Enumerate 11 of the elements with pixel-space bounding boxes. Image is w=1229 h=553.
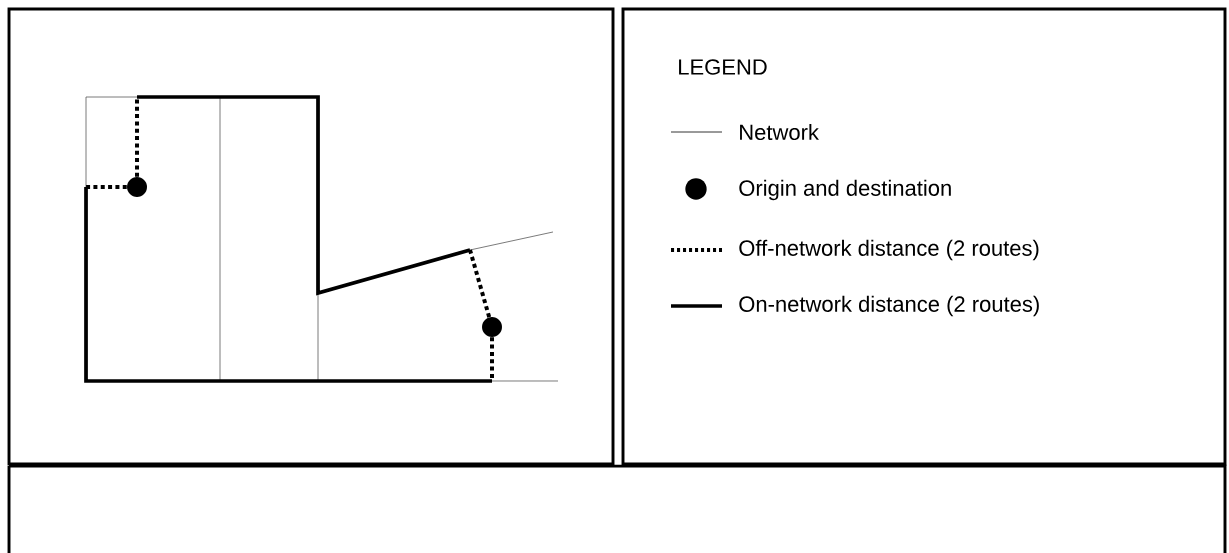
- legend-label: On-network distance (2 routes): [739, 295, 1039, 317]
- legend-label: Off-network distance (2 routes): [739, 239, 1039, 261]
- legend-label: Origin and destination: [739, 179, 951, 201]
- location-dot: [482, 317, 502, 337]
- off-network-line: [86, 185, 127, 189]
- off-network-line: [135, 97, 139, 177]
- off-network-line: [468, 249, 492, 318]
- legend-label: Network: [740, 123, 819, 141]
- location-dot: [127, 177, 147, 197]
- legend-title: LEGEND: [679, 59, 767, 75]
- off-network-line: [490, 337, 494, 381]
